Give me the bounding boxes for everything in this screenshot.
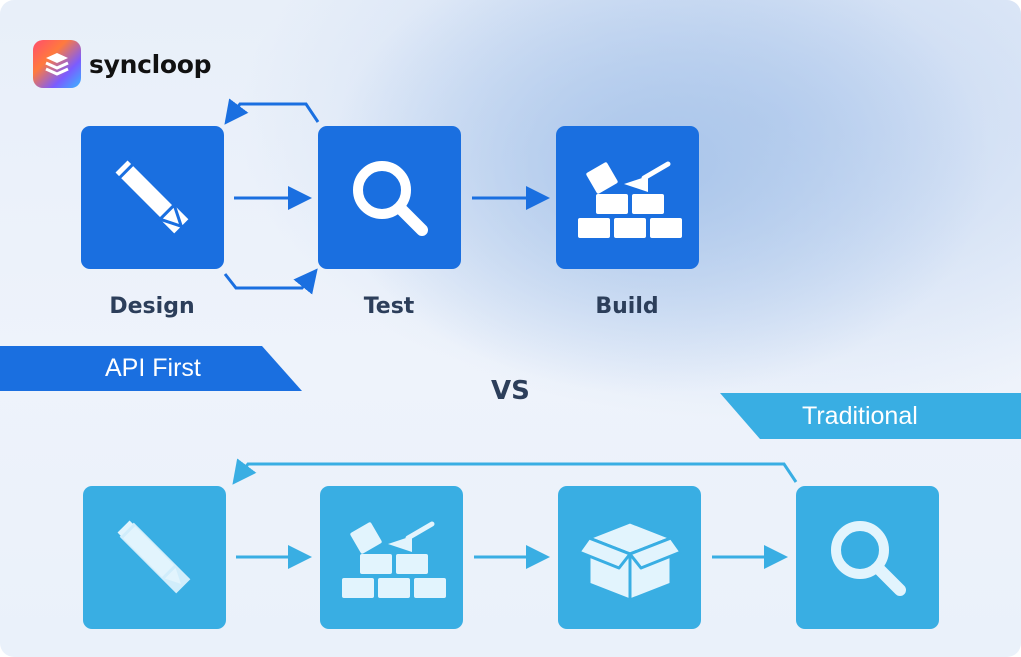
step-label-design: Design xyxy=(109,294,195,319)
arrow-design-forward-to-test xyxy=(223,268,318,295)
vs-label: VS xyxy=(491,376,530,406)
brand-logo: syncloop xyxy=(33,40,212,88)
banner-traditional: Traditional xyxy=(720,393,1021,439)
box-icon xyxy=(577,520,682,601)
search-icon xyxy=(352,160,428,236)
banner-api-first-text: API First xyxy=(105,354,201,382)
design-icon xyxy=(112,515,190,593)
trad-step-deploy xyxy=(558,486,701,629)
trad-step-build xyxy=(320,486,463,629)
banner-api-first: API First xyxy=(0,346,302,391)
trad-step-design xyxy=(83,486,226,629)
api-step-design xyxy=(81,126,224,269)
build-icon xyxy=(577,161,682,238)
search-icon xyxy=(830,520,906,596)
syncloop-logo-icon xyxy=(33,40,81,88)
arrow-test-back-to-design xyxy=(224,98,320,125)
banner-traditional-text: Traditional xyxy=(802,401,918,430)
api-step-build xyxy=(556,126,699,269)
brand-name: syncloop xyxy=(89,49,212,79)
build-icon xyxy=(341,521,446,598)
design-icon xyxy=(110,155,188,233)
arrow-trad-back xyxy=(232,458,798,485)
trad-step-test xyxy=(796,486,939,629)
step-label-build: Build xyxy=(595,294,659,319)
api-step-test xyxy=(318,126,461,269)
step-label-test: Test xyxy=(363,294,415,319)
